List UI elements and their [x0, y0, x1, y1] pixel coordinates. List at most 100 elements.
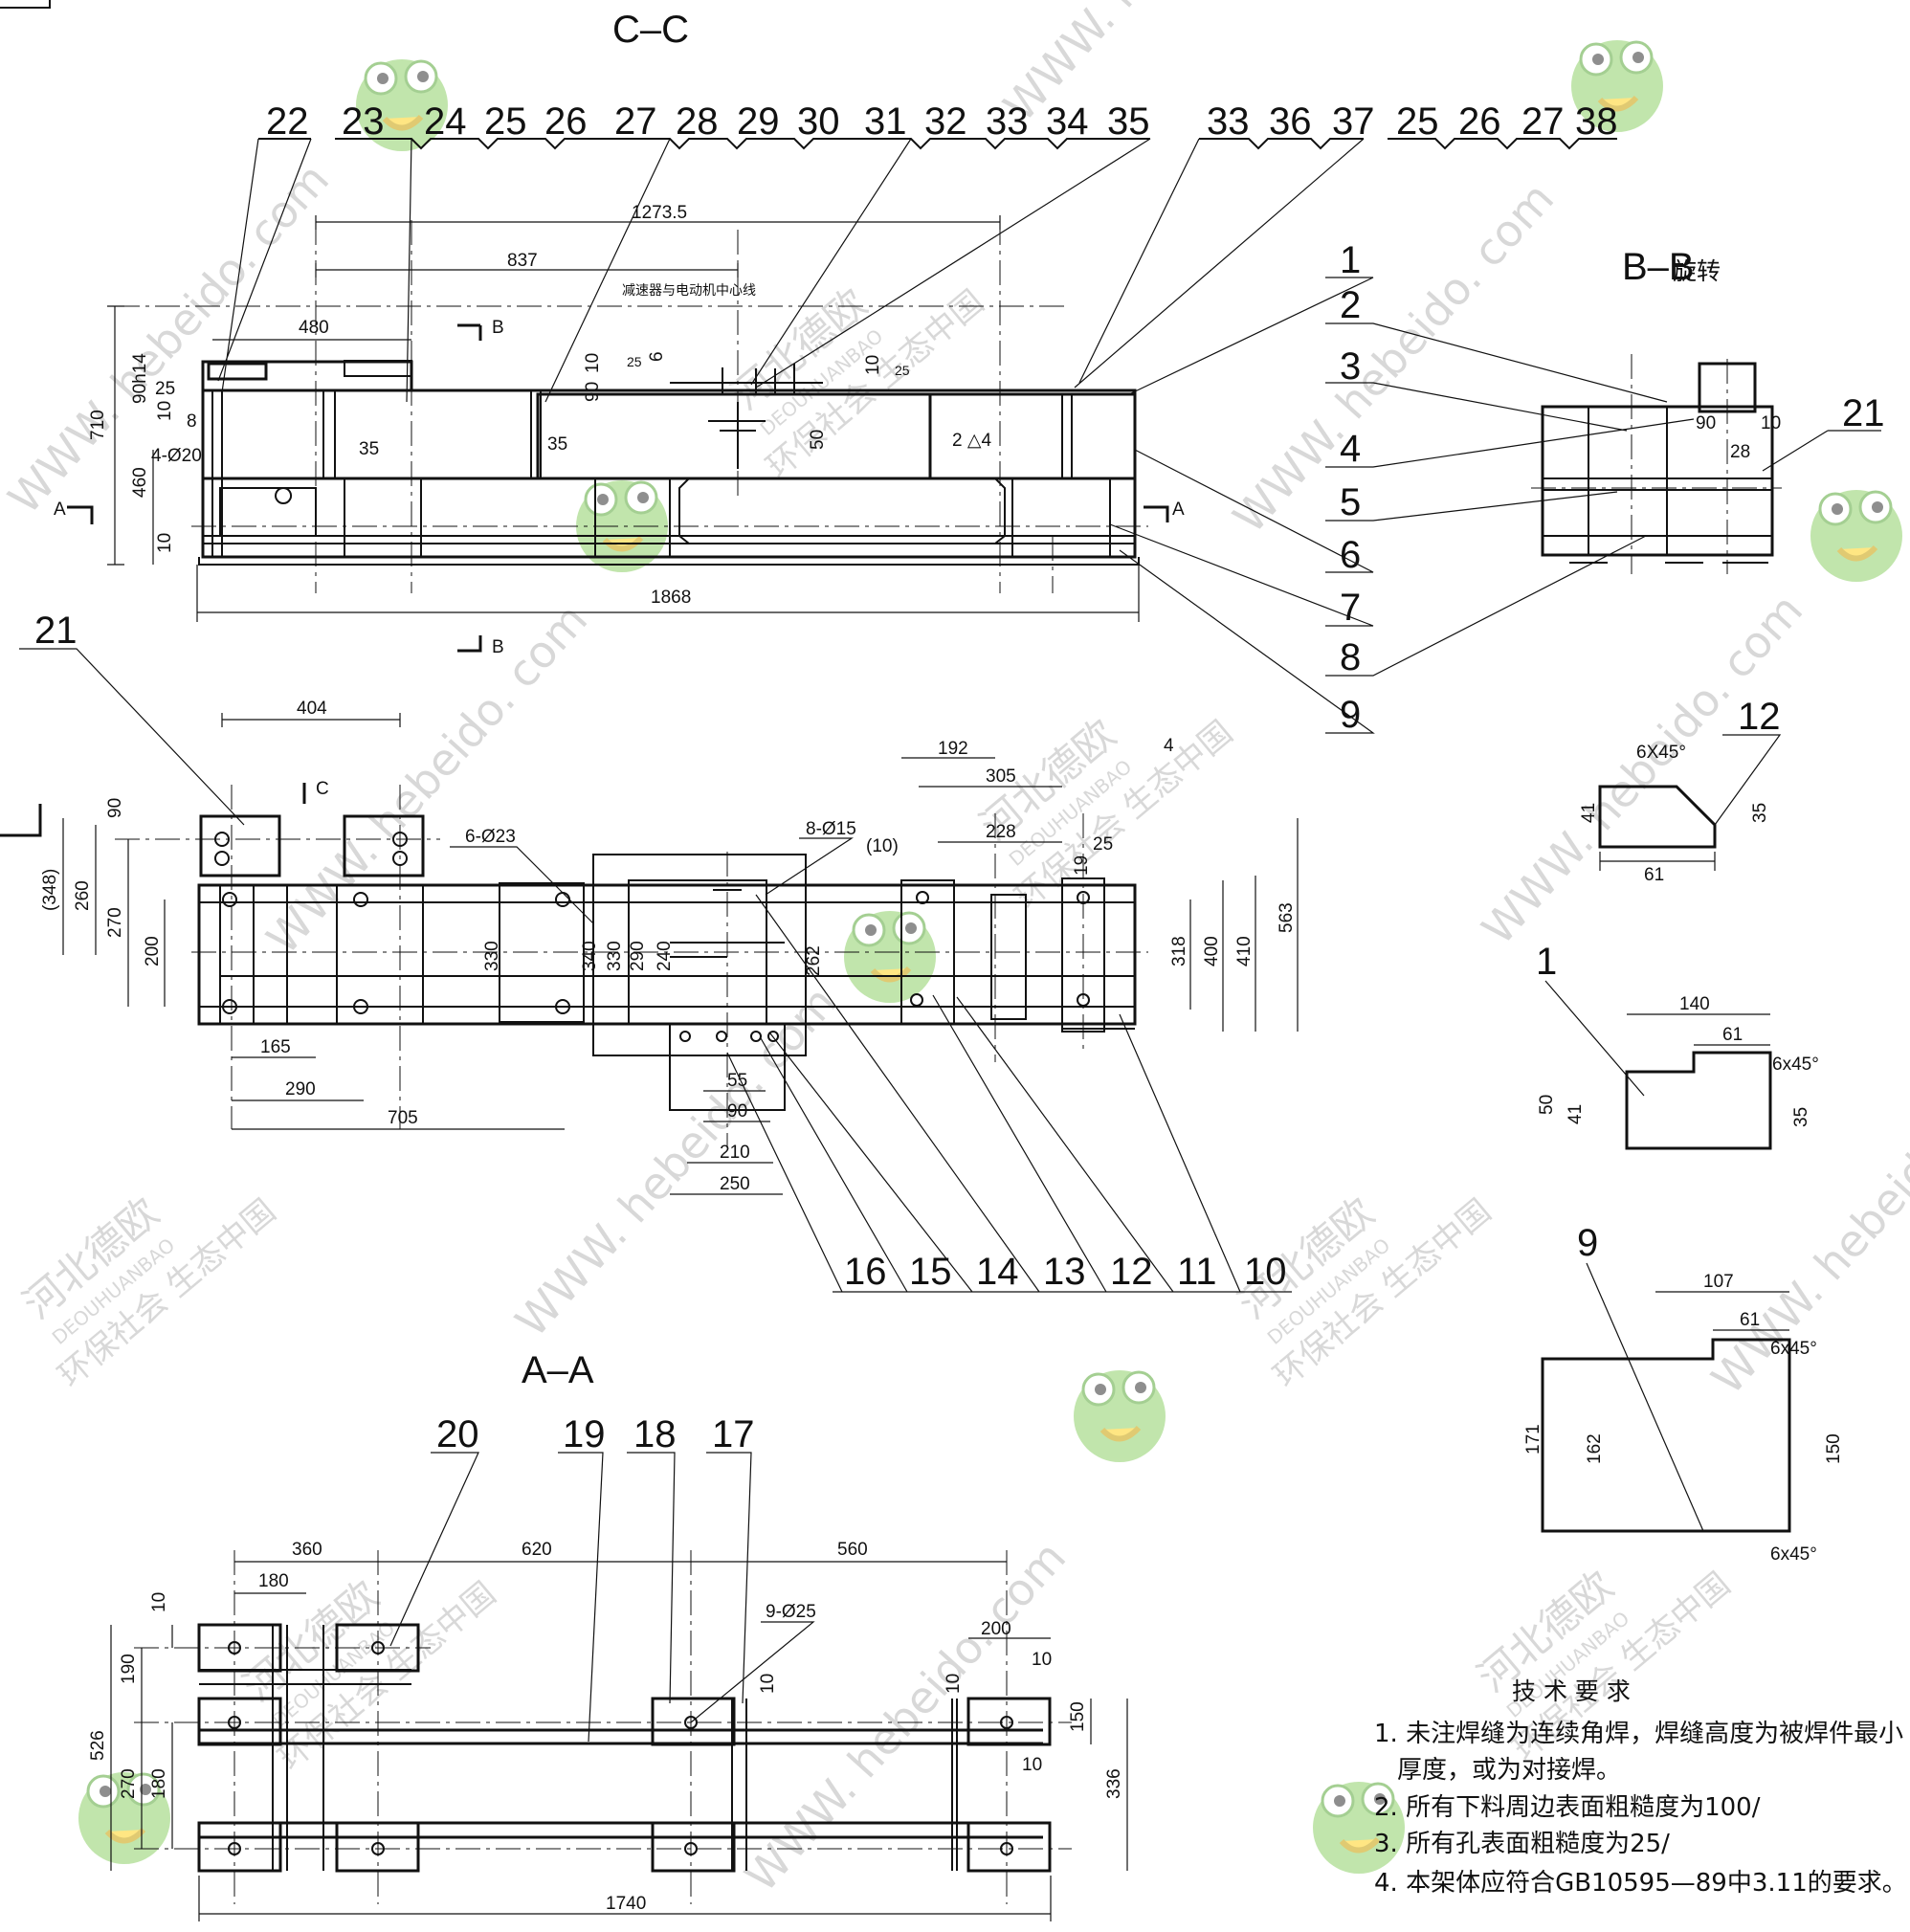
callout: 6: [1340, 534, 1361, 576]
callout: 14: [976, 1251, 1019, 1293]
dim-label: 19: [1072, 855, 1092, 876]
view-title-bb: B–B: [1622, 246, 1695, 288]
frog-mascot-logo: [356, 59, 448, 151]
watermark-url: WWW. hebeido. com: [505, 976, 846, 1346]
dim-label: 35: [547, 434, 567, 455]
watermark-url: WWW. hebeido. com: [1472, 584, 1812, 954]
dim-label: 8-Ø15: [806, 819, 856, 839]
callout: 25: [484, 100, 527, 143]
dim-line: [901, 757, 1062, 843]
watermark-tagline: 环保社会 生态中国: [52, 1192, 283, 1395]
callout: 33: [1207, 100, 1250, 143]
center-lines: [1531, 354, 1782, 574]
watermark-tagline: 环保社会 生态中国: [272, 1575, 503, 1778]
rib-plate: [219, 487, 317, 537]
dim-label: (10): [866, 836, 899, 856]
callout: 28: [676, 100, 719, 143]
dim-label: 61: [1644, 865, 1664, 885]
dim-label: 150: [1068, 1701, 1088, 1732]
leader-lines: [1586, 1262, 1704, 1532]
dim-label: 250: [720, 1174, 750, 1194]
dim-label: 305: [986, 766, 1016, 787]
dim-label: 270: [119, 1768, 139, 1799]
dim-label: 107: [1703, 1272, 1734, 1292]
hole: [767, 1031, 779, 1042]
dim-label: 240: [655, 941, 675, 971]
callout: 20: [436, 1413, 479, 1455]
dim-label: 837: [507, 251, 538, 271]
callout: 31: [864, 100, 907, 143]
dim-label: 6x45°: [1770, 1544, 1817, 1565]
cc-callout-group: 22 23 24 25 26 27 28 29 30 31 32 33 34 3…: [266, 100, 1618, 143]
aa-dimensions: 360 180 620 560 9-Ø25 200 10 190 526 270…: [88, 1540, 1128, 1921]
dim-label: 165: [260, 1037, 291, 1057]
dim-label: 318: [1169, 936, 1189, 966]
dim-label: 35: [1791, 1107, 1811, 1127]
dim-label: 200: [143, 936, 163, 966]
callout: 4: [1340, 428, 1361, 470]
leader-lines: [1544, 980, 1645, 1097]
dim-label: 171: [1523, 1424, 1544, 1455]
dim-label: 61: [1740, 1310, 1760, 1330]
dim-label: 200: [981, 1619, 1011, 1639]
callout: 21: [1842, 392, 1885, 434]
callout: 38: [1575, 100, 1618, 143]
callout: 22: [266, 100, 309, 143]
dim-label: 260: [73, 880, 93, 911]
dim-label: 6x45°: [1770, 1339, 1817, 1359]
dim-label: 340: [580, 941, 600, 971]
frog-mascot-logo: [1810, 490, 1902, 582]
callout: 36: [1269, 100, 1312, 143]
dim-label: 10: [155, 401, 175, 421]
detail-1: 1 140 61 6x45° 50 41 35: [1536, 941, 1819, 1150]
top-dimensions: 404 90 (348) 260 270 200 165 290 705 6-Ø…: [40, 699, 1299, 1195]
dim-label: 10: [1022, 1755, 1042, 1775]
dim-label: 526: [88, 1730, 108, 1761]
frog-mascot-logo: [844, 911, 936, 1003]
frog-mascot-logo: [78, 1772, 170, 1864]
left-ribs: [219, 885, 288, 1024]
pad: [207, 362, 268, 381]
callout: 15: [909, 1251, 952, 1293]
detail-profile: [1541, 1338, 1791, 1533]
view-title-bb-suffix: 旋转: [1673, 257, 1721, 285]
hole: [679, 1031, 691, 1042]
dim-line: [1627, 1013, 1770, 1046]
callout: 9: [1577, 1222, 1598, 1264]
callout: 2: [1340, 284, 1361, 326]
dim-label: 10: [1032, 1650, 1052, 1670]
callout: 7: [1340, 587, 1361, 629]
section-marks: B B A A: [54, 318, 1185, 657]
dim-line: [234, 1561, 1007, 1594]
watermark-url: WWW. hebeido. com: [256, 593, 597, 964]
uprights: [272, 1625, 958, 1871]
center-box: [592, 854, 807, 1056]
dim-label: 140: [1679, 994, 1710, 1014]
channel-section: [197, 1697, 282, 1746]
dim-label: 228: [986, 822, 1016, 842]
dim-label: 50: [1537, 1095, 1557, 1115]
dim-label: 90: [105, 798, 125, 818]
bb-inner: [1543, 407, 1772, 555]
hole: [716, 1031, 727, 1042]
callout: 16: [844, 1251, 887, 1293]
channel-section: [966, 1697, 1052, 1746]
dim-label: 25: [627, 354, 642, 369]
upper-beam: [201, 389, 1137, 480]
section-letter: C: [316, 779, 329, 799]
callout: 29: [737, 100, 780, 143]
hole: [222, 892, 237, 907]
dim-line: [1090, 1699, 1128, 1871]
stiffeners: [211, 390, 1073, 557]
dim-label: 10: [155, 533, 175, 553]
dim-label: 710: [88, 410, 108, 440]
callout: 9: [1340, 694, 1361, 736]
callout: 12: [1110, 1251, 1153, 1293]
dim-label: 404: [297, 699, 327, 719]
base-plate: [198, 557, 1140, 566]
frog-mascot-logo: [1313, 1782, 1405, 1874]
dim-label: 6-Ø23: [465, 827, 516, 847]
dim-line: [110, 1625, 173, 1871]
dim-label: 41: [1566, 1104, 1586, 1124]
dim-label: 25: [1093, 834, 1113, 855]
